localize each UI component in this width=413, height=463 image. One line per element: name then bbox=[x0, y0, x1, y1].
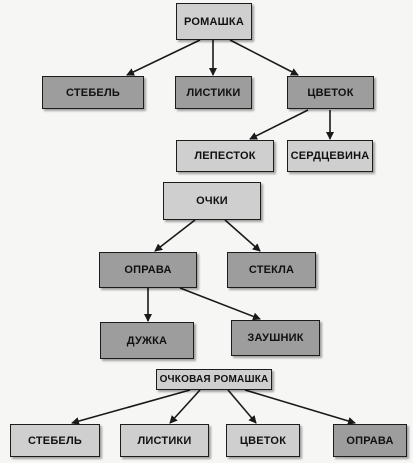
node-flower: ЦВЕТОК bbox=[287, 76, 374, 109]
arrow-ochki-to-lenses bbox=[224, 219, 261, 252]
node-romashka: РОМАШКА bbox=[176, 3, 252, 40]
node-ochkovaya-romashka: ОЧКОВАЯ РОМАШКА bbox=[156, 369, 272, 390]
node-frame: ОПРАВА bbox=[99, 252, 197, 288]
node-leaves: ЛИСТИКИ bbox=[175, 76, 252, 109]
arrow-combined-to-flower bbox=[227, 389, 257, 424]
arrow-romashka-to-flower bbox=[229, 39, 299, 76]
node-combined-flower: ЦВЕТОК bbox=[226, 424, 300, 457]
node-petal: ЛЕПЕСТОК bbox=[176, 140, 274, 172]
arrow-flower-to-petal bbox=[249, 109, 309, 140]
node-temple: ДУЖКА bbox=[100, 322, 194, 359]
node-lenses: СТЕКЛА bbox=[227, 252, 316, 288]
arrow-romashka-to-stem bbox=[126, 39, 201, 76]
arrow-ochki-to-frame bbox=[154, 219, 196, 252]
node-combined-stem: СТЕБЕЛЬ bbox=[10, 424, 100, 457]
node-core: СЕРДЦЕВИНА bbox=[287, 140, 373, 172]
node-ochki: ОЧКИ bbox=[163, 182, 261, 220]
arrow-combined-to-leaves bbox=[169, 389, 201, 424]
node-earpiece: ЗАУШНИК bbox=[231, 320, 320, 356]
arrow-frame-to-earpiece bbox=[179, 287, 261, 321]
node-combined-frame: ОПРАВА bbox=[333, 424, 407, 457]
arrow-combined-to-stem bbox=[71, 389, 191, 425]
node-combined-leaves: ЛИСТИКИ bbox=[120, 424, 209, 457]
node-stem: СТЕБЕЛЬ bbox=[42, 76, 144, 109]
arrow-combined-to-frame bbox=[244, 389, 356, 425]
